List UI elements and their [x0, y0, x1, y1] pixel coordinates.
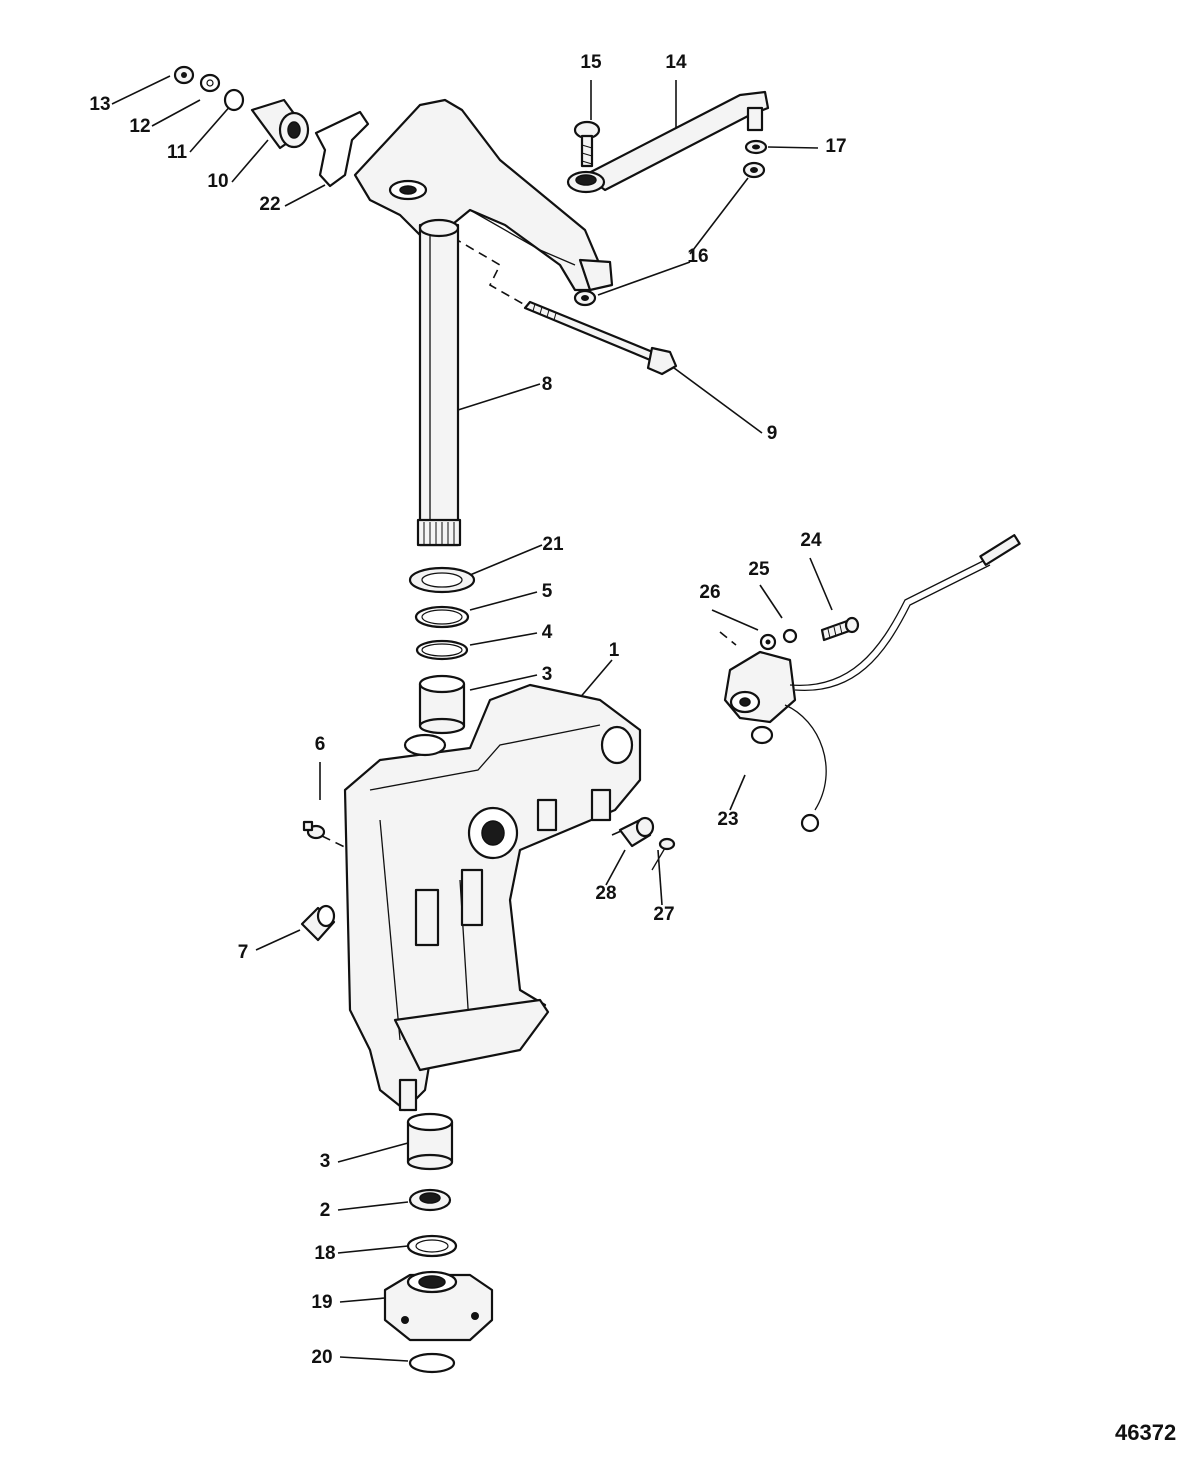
part-24-screw — [820, 616, 860, 642]
callout-c3a: 3 — [542, 664, 553, 685]
callout-c17: 17 — [825, 136, 846, 157]
callout-c23: 23 — [717, 809, 738, 830]
part-5-ring — [414, 605, 470, 629]
callout-c3b: 3 — [320, 1151, 331, 1172]
part-23-tilt-switch — [723, 534, 1021, 833]
callout-c5: 5 — [542, 581, 553, 602]
callout-c9: 9 — [767, 423, 778, 444]
part-22-bracket — [314, 110, 370, 188]
figure-number: 46372 — [1115, 1420, 1176, 1445]
part-16-nut-bottom — [573, 289, 597, 307]
callout-c10: 10 — [207, 171, 228, 192]
part-11-washer — [223, 88, 245, 112]
part-27-screw — [651, 837, 676, 871]
callout-c18: 18 — [314, 1243, 335, 1264]
part-1-swivel-bracket — [343, 683, 642, 1112]
part-26-washer — [759, 633, 777, 651]
callout-c20: 20 — [311, 1347, 332, 1368]
part-16-nut-top — [742, 161, 766, 179]
callout-c15: 15 — [580, 52, 602, 73]
part-14-link-rod — [566, 90, 770, 194]
part-12-washer — [199, 73, 221, 93]
part-20-ring — [408, 1352, 456, 1374]
part-7-bushing — [300, 904, 336, 942]
part-3-bushing-upper — [418, 674, 466, 735]
callout-c4: 4 — [542, 622, 553, 643]
leader-lines — [111, 75, 833, 1362]
part-9-long-bolt — [523, 300, 678, 376]
part-25-lockwasher — [782, 628, 798, 644]
callout-c25: 25 — [748, 559, 770, 580]
steering-arm-assembly — [353, 98, 614, 292]
callout-c7: 7 — [238, 942, 249, 963]
callout-c24: 24 — [800, 530, 822, 551]
callout-c21: 21 — [542, 534, 564, 555]
part-10-bushing — [250, 98, 310, 150]
callout-c27: 27 — [653, 904, 674, 925]
part-3-bushing-lower — [406, 1112, 454, 1171]
callout-c8: 8 — [542, 374, 553, 395]
callout-c16: 16 — [687, 246, 708, 267]
callout-labels: 1233456789101112131415161718192021222324… — [89, 52, 846, 1368]
part-17-washer — [744, 139, 768, 155]
callout-c6: 6 — [315, 734, 326, 755]
part-2-seal — [408, 1188, 452, 1212]
callout-c22: 22 — [259, 194, 280, 215]
part-28-clip — [618, 816, 655, 848]
part-6-grease-fitting — [302, 820, 326, 840]
callout-c26: 26 — [699, 582, 720, 603]
part-4-ring — [415, 639, 469, 661]
callout-c28: 28 — [595, 883, 616, 904]
part-15-bolt — [573, 120, 601, 168]
callout-c11: 11 — [167, 142, 188, 163]
part-19-steering-yoke — [383, 1270, 494, 1342]
part-8-steering-tube — [416, 218, 462, 547]
callout-c1: 1 — [609, 640, 620, 661]
callout-c14: 14 — [665, 52, 687, 73]
part-21-thrust-washer — [408, 566, 476, 594]
callout-c2: 2 — [320, 1200, 331, 1221]
callout-c13: 13 — [89, 94, 110, 115]
part-13-nut — [173, 65, 195, 85]
callout-c12: 12 — [129, 116, 150, 137]
part-18-wave-washer — [406, 1234, 458, 1258]
callout-c19: 19 — [311, 1292, 332, 1313]
